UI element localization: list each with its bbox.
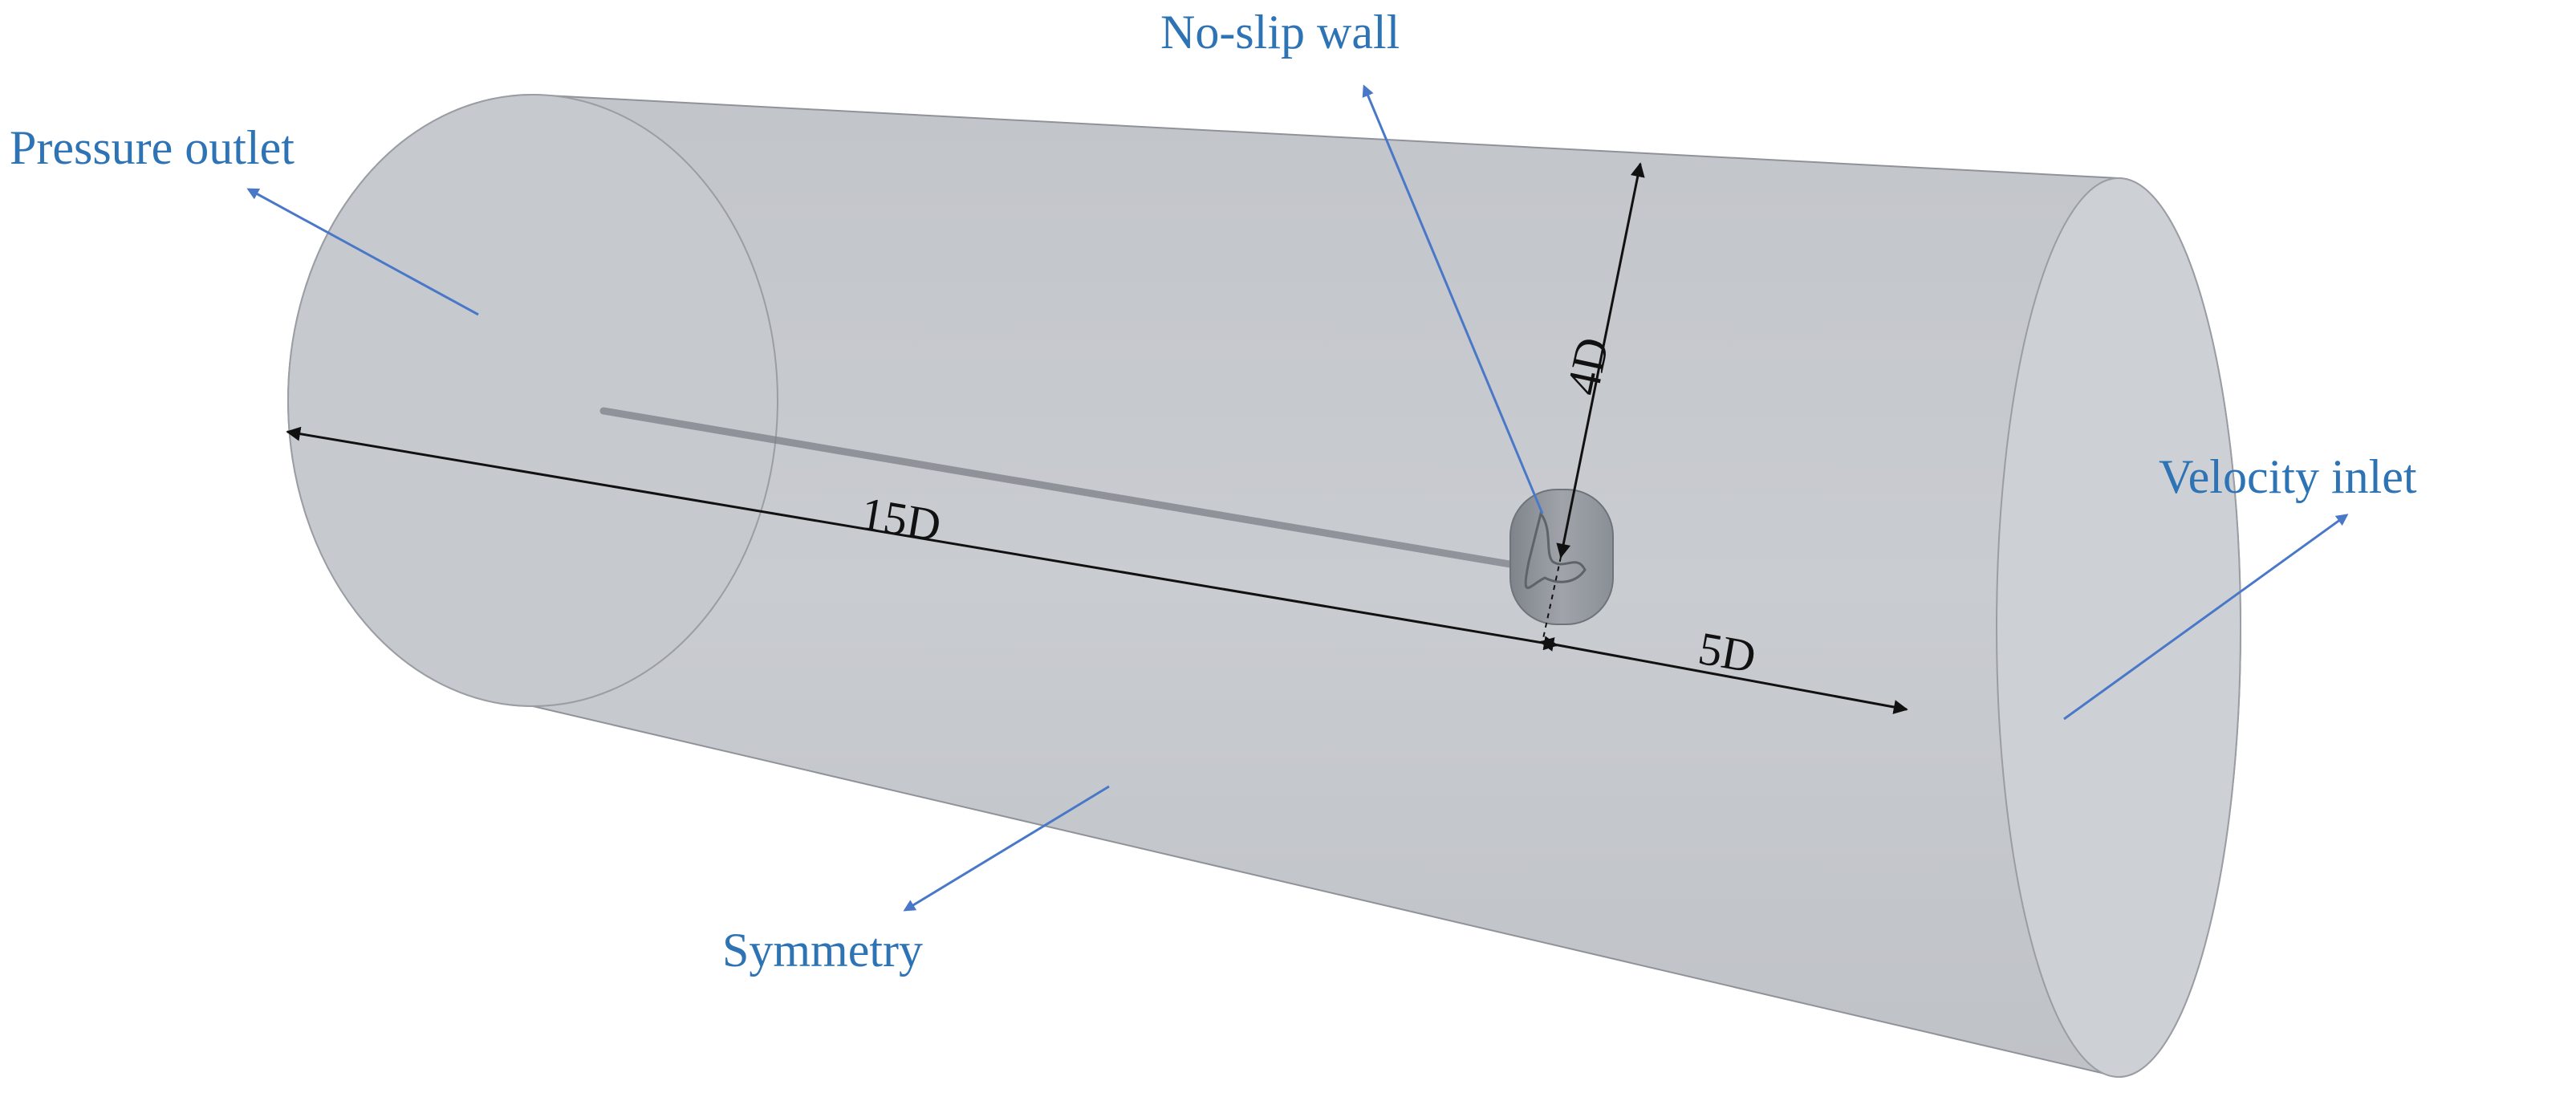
- label-no-slip-wall: No-slip wall: [1160, 6, 1544, 514]
- dim-15d-line: [286, 426, 1558, 651]
- symmetry-text: Symmetry: [722, 924, 923, 977]
- symmetry-arrow: [903, 785, 1110, 912]
- dim-5d-label: 5D: [1695, 622, 1760, 683]
- no-slip-wall-arrow: [1362, 84, 1544, 514]
- velocity-inlet-face: [1996, 177, 2241, 1078]
- velocity-inlet-arrow: [2063, 514, 2349, 721]
- pressure-outlet-arrow: [246, 188, 479, 316]
- dimension-4d: 4D: [1542, 162, 1645, 643]
- label-pressure-outlet: Pressure outlet: [10, 121, 479, 316]
- dim-4d-line: [1556, 162, 1645, 559]
- label-symmetry: Symmetry: [722, 785, 1110, 977]
- no-slip-wall-text: No-slip wall: [1160, 6, 1400, 59]
- dimension-5d: 5D: [1539, 622, 1908, 714]
- dim-5d-line: [1539, 637, 1908, 714]
- pressure-outlet-face: [287, 94, 778, 707]
- fluid-domain: [287, 93, 2241, 1079]
- label-velocity-inlet: Velocity inlet: [2063, 450, 2417, 721]
- dim-4d-label: 4D: [1556, 333, 1619, 400]
- pressure-outlet-text: Pressure outlet: [10, 121, 295, 174]
- velocity-inlet-text: Velocity inlet: [2159, 450, 2417, 503]
